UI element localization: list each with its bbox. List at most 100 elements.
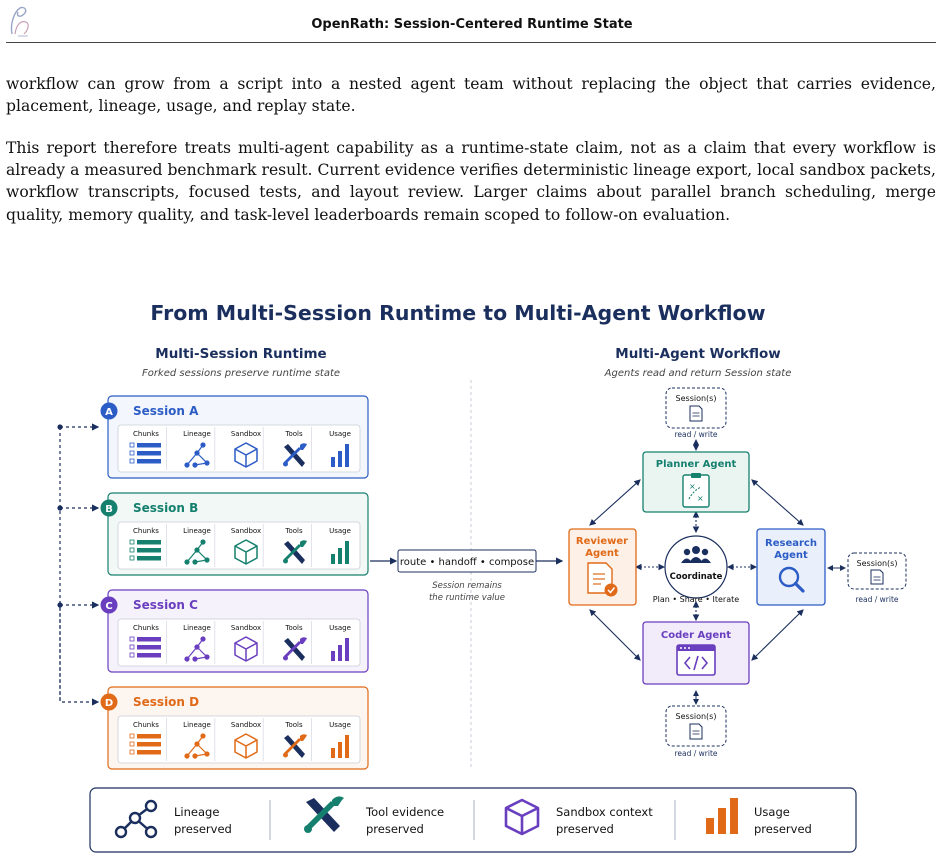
- svg-text:Lineage: Lineage: [174, 805, 219, 819]
- document-check-icon: [587, 562, 618, 597]
- tools-icon: [283, 637, 307, 661]
- svg-text:Agent: Agent: [585, 548, 619, 559]
- legend-tools-icon: [304, 796, 344, 833]
- svg-text:preserved: preserved: [556, 822, 614, 836]
- session-store-top: Session(s) read / write: [665, 387, 727, 451]
- svg-text:read / write: read / write: [855, 595, 898, 604]
- session-card-a: A Session A Chunks Lineage Sandbox Tools Usage: [100, 395, 369, 479]
- right-panel-title: Multi-Agent Workflow: [615, 346, 780, 362]
- column-label: Chunks: [133, 527, 159, 535]
- chunks-icon: [129, 539, 161, 561]
- document-icon: [689, 723, 703, 740]
- route-connector: route • handoff • compose Session remain…: [370, 549, 564, 603]
- sandbox-cube-icon: [234, 539, 258, 565]
- session-name: Session A: [133, 404, 199, 418]
- session-name: Session B: [133, 501, 198, 515]
- header-rule: [6, 42, 936, 43]
- session-store-right: Session(s) read / write: [827, 552, 907, 604]
- svg-text:Tool evidence: Tool evidence: [365, 805, 444, 819]
- column-label: Tools: [284, 430, 303, 438]
- sandbox-cube-icon: [234, 636, 258, 662]
- sandbox-cube-icon: [234, 442, 258, 468]
- session-badge-letter: C: [105, 601, 112, 612]
- session-badge-letter: A: [105, 407, 113, 418]
- chunks-icon: [129, 442, 161, 464]
- legend-lineage-icon: [114, 799, 158, 839]
- right-panel-subtitle: Agents read and return Session state: [604, 368, 792, 379]
- tools-icon: [283, 540, 307, 564]
- column-label: Chunks: [133, 721, 159, 729]
- left-panel-title: Multi-Session Runtime: [155, 346, 326, 362]
- column-label: Sandbox: [231, 624, 261, 632]
- svg-text:Usage: Usage: [754, 805, 790, 819]
- svg-text:×: ×: [689, 482, 696, 491]
- route-note-line1: Session remains: [432, 581, 502, 591]
- legend-usage-icon: [706, 798, 738, 834]
- svg-text:Research: Research: [765, 538, 817, 549]
- column-label: Tools: [284, 721, 303, 729]
- team-icon: [681, 546, 711, 563]
- agent-connectors: [589, 479, 804, 661]
- route-note-line2: the runtime value: [429, 593, 505, 603]
- usage-bars-icon: [331, 541, 349, 564]
- svg-text:Session(s): Session(s): [857, 559, 898, 568]
- column-label: Chunks: [133, 430, 159, 438]
- usage-bars-icon: [331, 444, 349, 467]
- tools-icon: [283, 443, 307, 467]
- column-label: Tools: [284, 527, 303, 535]
- session-badge: [100, 693, 118, 711]
- legend-bar: Lineage preserved Tool evidence preserve…: [89, 787, 857, 853]
- svg-text:preserved: preserved: [174, 822, 232, 836]
- session-name: Session D: [133, 695, 199, 709]
- running-header-title: OpenRath: Session-Centered Runtime State: [311, 17, 633, 32]
- column-label: Sandbox: [231, 430, 261, 438]
- svg-text:Sandbox context: Sandbox context: [556, 805, 653, 819]
- paragraph-1: workflow can grow from a script into a n…: [6, 75, 936, 116]
- svg-text:Planner Agent: Planner Agent: [656, 459, 737, 470]
- column-label: Chunks: [133, 624, 159, 632]
- svg-text:Coordinate: Coordinate: [670, 572, 723, 582]
- document-icon: [870, 569, 884, 585]
- svg-text:Agent: Agent: [774, 550, 808, 561]
- session-badge: [100, 499, 118, 517]
- route-label: route • handoff • compose: [400, 557, 534, 568]
- reviewer-agent: Reviewer Agent: [568, 528, 637, 606]
- coder-agent: Coder Agent: [642, 621, 750, 685]
- svg-text:Session(s): Session(s): [676, 394, 717, 403]
- svg-text:Plan • Share • Iterate: Plan • Share • Iterate: [653, 595, 739, 604]
- column-label: Lineage: [183, 624, 211, 632]
- column-label: Usage: [329, 430, 351, 438]
- column-label: Sandbox: [231, 721, 261, 729]
- magnifier-icon: [778, 566, 805, 593]
- svg-text:Reviewer: Reviewer: [576, 536, 628, 547]
- usage-bars-icon: [331, 735, 349, 758]
- chunks-icon: [129, 636, 161, 658]
- svg-text:Session(s): Session(s): [676, 712, 717, 721]
- code-window-icon: [676, 644, 716, 676]
- session-badge: [100, 596, 118, 614]
- session-badge: [100, 402, 118, 420]
- column-label: Usage: [329, 721, 351, 729]
- lineage-icon: [184, 636, 210, 662]
- column-label: Lineage: [183, 430, 211, 438]
- svg-text:read / write: read / write: [674, 749, 717, 758]
- openrath-logo-icon: [10, 6, 29, 37]
- lineage-icon: [184, 733, 210, 759]
- svg-text:preserved: preserved: [754, 822, 812, 836]
- session-name: Session C: [133, 598, 198, 612]
- legend-sandbox-icon: [504, 798, 540, 836]
- sandbox-cube-icon: [234, 733, 258, 759]
- column-label: Usage: [329, 527, 351, 535]
- column-label: Lineage: [183, 527, 211, 535]
- svg-text:Coder Agent: Coder Agent: [661, 630, 731, 641]
- usage-bars-icon: [331, 638, 349, 661]
- lineage-icon: [184, 539, 210, 565]
- session-badge-letter: B: [105, 504, 113, 515]
- clipboard-plan-icon: × ×: [682, 473, 710, 508]
- svg-text:read / write: read / write: [674, 430, 717, 439]
- lineage-icon: [184, 442, 210, 468]
- column-label: Lineage: [183, 721, 211, 729]
